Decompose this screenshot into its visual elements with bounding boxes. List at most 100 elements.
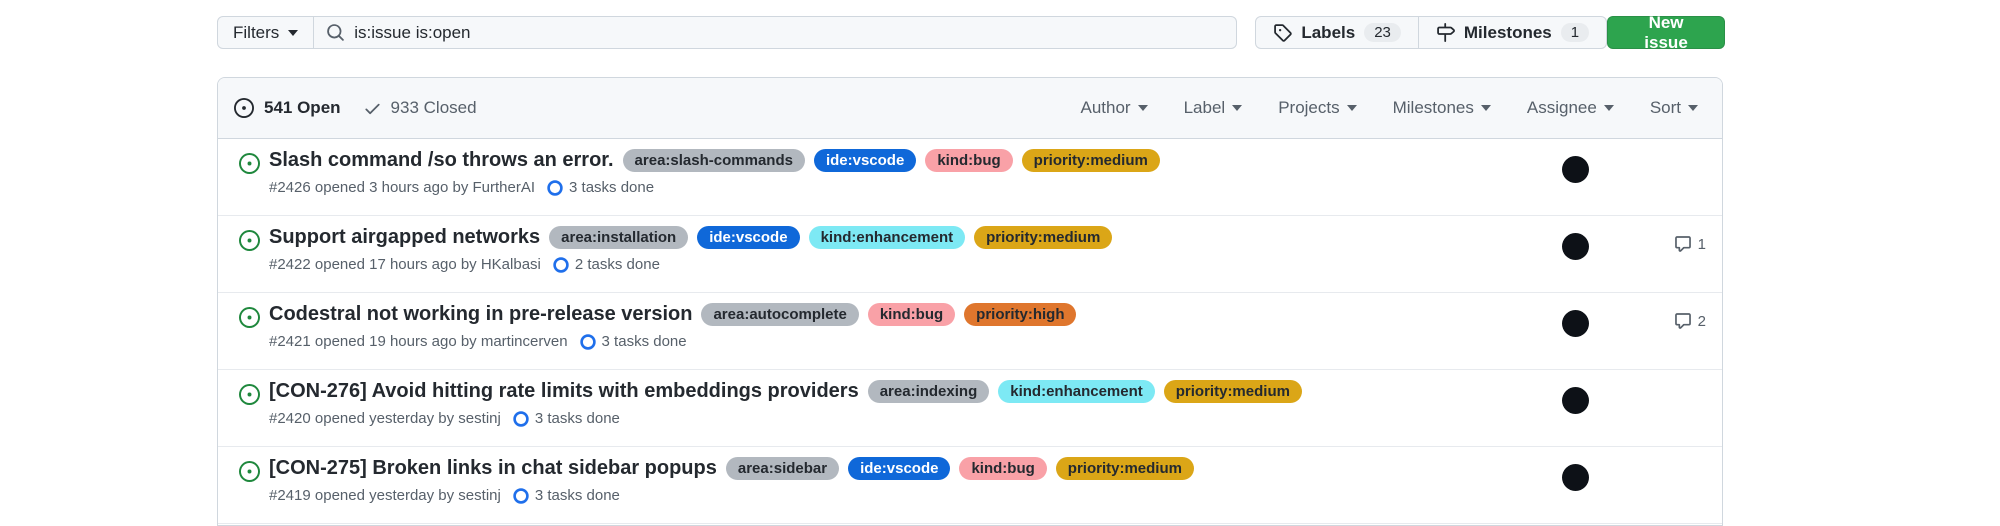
issue-tasks: 3 tasks done: [513, 410, 620, 427]
milestone-icon: [1437, 23, 1455, 42]
tasks-progress-icon: [513, 487, 529, 504]
tasks-progress-icon: [553, 256, 569, 273]
chevron-down-icon: [1688, 105, 1698, 111]
issue-row: Codestral not working in pre-release ver…: [218, 293, 1722, 370]
chevron-down-icon: [1346, 105, 1357, 111]
issue-opened-icon: [234, 98, 254, 118]
open-issues-toggle[interactable]: 541 Open: [234, 98, 341, 118]
issue-labels: area:indexing kind:enhancement priority:me…: [867, 380, 1302, 403]
comment-count[interactable]: 1: [1642, 235, 1706, 253]
issue-opened-icon: [239, 461, 260, 482]
label-pill[interactable]: area:slash-commands: [622, 149, 805, 172]
issue-labels: area:installation ide:vscode kind:enhancem…: [549, 226, 1113, 249]
assignee-filter[interactable]: Assignee: [1527, 98, 1614, 118]
label-pill[interactable]: area:installation: [549, 226, 689, 249]
tasks-progress-icon: [579, 333, 596, 350]
issue-rows: Slash command /so throws an error. area:…: [218, 139, 1722, 524]
closed-count-label: 933 Closed: [390, 98, 477, 117]
projects-filter-label: Projects: [1278, 98, 1340, 117]
label-pill[interactable]: ide:vscode: [813, 149, 917, 172]
check-icon: [364, 103, 380, 114]
issue-search-field[interactable]: [314, 16, 1238, 49]
comment-count[interactable]: 2: [1642, 312, 1706, 330]
label-pill[interactable]: ide:vscode: [697, 226, 800, 249]
issue-title-link[interactable]: Codestral not working in pre-release ver…: [269, 303, 693, 325]
issue-title-link[interactable]: Slash command /so throws an error.: [269, 149, 614, 171]
comment-icon: [1674, 236, 1691, 252]
assignee-avatar[interactable]: [1562, 387, 1589, 414]
issue-labels: area:sidebar ide:vscode kind:bug priority:m…: [725, 457, 1194, 480]
label-pill[interactable]: kind:bug: [867, 303, 956, 326]
assignee-filter-label: Assignee: [1526, 98, 1597, 117]
label-pill[interactable]: kind:bug: [925, 149, 1013, 172]
labels-button-label: Labels: [1301, 22, 1356, 42]
issue-main: Codestral not working in pre-release ver…: [269, 293, 1722, 350]
issue-tasks: 3 tasks done: [579, 333, 687, 350]
issue-opened-icon: [239, 384, 260, 405]
issue-opened-icon: [239, 230, 260, 251]
filters-dropdown-button[interactable]: Filters: [217, 16, 315, 49]
chevron-down-icon: [1603, 105, 1614, 111]
new-issue-button[interactable]: New issue: [1607, 13, 1725, 52]
author-filter-label: Author: [1080, 98, 1131, 117]
label-filter[interactable]: Label: [1184, 98, 1243, 118]
label-pill[interactable]: kind:enhancement: [808, 226, 966, 249]
label-pill[interactable]: priority:medium: [974, 226, 1113, 249]
tasks-done-label: 2 tasks done: [574, 256, 660, 273]
comment-icon: [1674, 313, 1691, 329]
issue-row: [CON-275] Broken links in chat sidebar p…: [218, 447, 1722, 524]
labels-milestones-group: Labels 23 Milestones 1: [1255, 16, 1608, 49]
issue-meta-text: #2426 opened 3 hours ago by FurtherAI: [269, 179, 536, 196]
label-pill[interactable]: area:indexing: [867, 380, 990, 403]
labels-button[interactable]: Labels 23: [1255, 16, 1419, 49]
closed-issues-toggle[interactable]: 933 Closed: [363, 98, 477, 118]
issue-tasks: 3 tasks done: [513, 487, 620, 504]
issue-labels: area:autocomplete kind:bug priority:high: [701, 303, 1077, 326]
label-pill[interactable]: kind:bug: [959, 457, 1047, 480]
label-pill[interactable]: kind:enhancement: [998, 380, 1155, 403]
assignee-avatar[interactable]: [1562, 310, 1589, 337]
label-pill[interactable]: priority:high: [964, 303, 1077, 326]
label-pill[interactable]: priority:medium: [1021, 149, 1160, 172]
list-filter-menus: Author Label Projects Milestones Assigne…: [1080, 98, 1706, 118]
milestones-filter-label: Milestones: [1392, 98, 1474, 117]
milestones-filter[interactable]: Milestones: [1393, 98, 1491, 118]
author-filter[interactable]: Author: [1080, 98, 1148, 118]
assignee-avatar[interactable]: [1562, 233, 1589, 260]
chevron-down-icon: [1480, 105, 1491, 111]
assignee-avatar[interactable]: [1562, 464, 1589, 491]
filters-label: Filters: [233, 22, 280, 42]
milestones-button[interactable]: Milestones 1: [1418, 16, 1608, 49]
labels-count-badge: 23: [1364, 23, 1401, 42]
tasks-done-label: 3 tasks done: [534, 487, 620, 504]
tasks-progress-icon: [547, 179, 563, 196]
issue-opened-icon: [239, 307, 260, 328]
milestones-count-badge: 1: [1560, 23, 1590, 42]
sort-filter-label: Sort: [1649, 98, 1681, 117]
search-input[interactable]: [354, 22, 1225, 43]
issue-tasks: 2 tasks done: [553, 256, 660, 273]
issue-main: [CON-275] Broken links in chat sidebar p…: [269, 447, 1722, 504]
comment-count-label: 2: [1697, 312, 1706, 330]
tasks-done-label: 3 tasks done: [534, 410, 620, 427]
label-pill[interactable]: area:sidebar: [725, 457, 840, 480]
assignee-avatar[interactable]: [1562, 156, 1589, 183]
search-icon: [327, 24, 345, 41]
tag-icon: [1274, 24, 1293, 42]
issue-title-link[interactable]: [CON-276] Avoid hitting rate limits with…: [269, 380, 859, 402]
chevron-down-icon: [288, 29, 299, 36]
issue-meta-text: #2421 opened 19 hours ago by martincerve…: [269, 333, 568, 350]
tasks-done-label: 3 tasks done: [569, 179, 655, 196]
issue-title-link[interactable]: Support airgapped networks: [269, 226, 541, 248]
projects-filter[interactable]: Projects: [1278, 98, 1357, 118]
issue-row: Support airgapped networks area:installa…: [218, 216, 1722, 293]
tasks-done-label: 3 tasks done: [601, 333, 687, 350]
label-pill[interactable]: ide:vscode: [848, 457, 951, 480]
issue-title-link[interactable]: [CON-275] Broken links in chat sidebar p…: [269, 457, 717, 479]
label-pill[interactable]: priority:medium: [1055, 457, 1194, 480]
label-filter-label: Label: [1183, 98, 1226, 117]
sort-filter[interactable]: Sort: [1650, 98, 1698, 118]
label-pill[interactable]: area:autocomplete: [701, 303, 859, 326]
milestones-button-label: Milestones: [1463, 22, 1552, 42]
label-pill[interactable]: priority:medium: [1163, 380, 1302, 403]
